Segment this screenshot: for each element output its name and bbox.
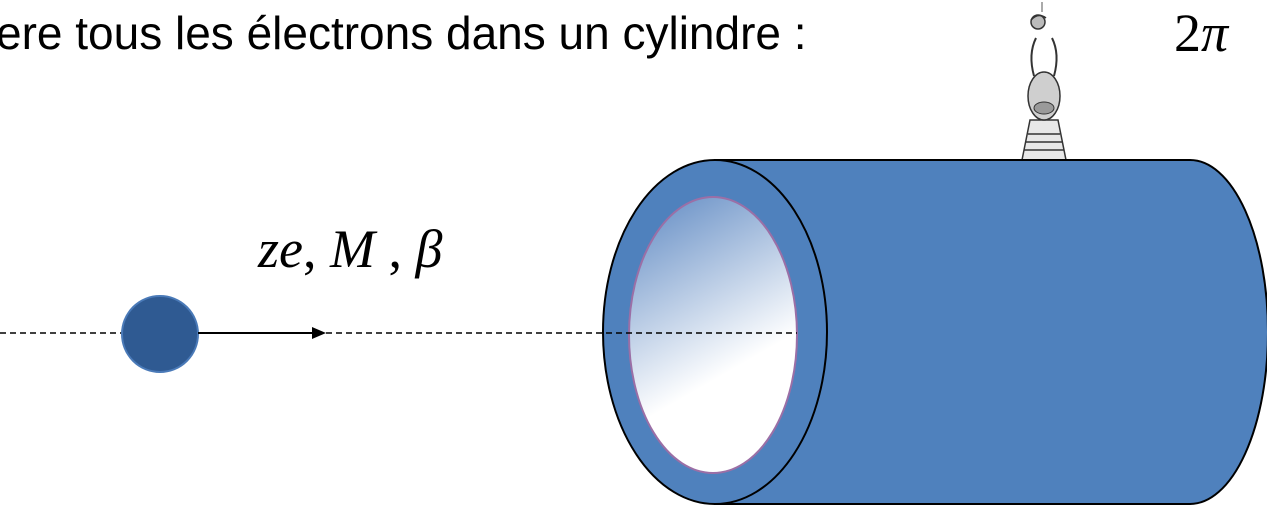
- slide-caption: ere tous les électrons dans un cylindre …: [0, 7, 807, 59]
- cylinder-body: [714, 159, 1267, 505]
- formula-number: 2: [1174, 3, 1201, 63]
- separator-1: ,: [302, 219, 317, 279]
- particle: [121, 295, 199, 373]
- velocity-arrowhead: [312, 327, 326, 339]
- cartoon-figure-icon: [1021, 2, 1067, 161]
- formula-fragment: 2π: [1174, 2, 1228, 64]
- separator-2: ,: [388, 219, 402, 279]
- cylinder-inner-face: [628, 196, 798, 474]
- velocity-symbol: β: [415, 219, 443, 279]
- charge-symbol: ze: [258, 219, 303, 279]
- particle-label: ze, M , β: [258, 218, 442, 280]
- formula-pi-symbol: π: [1201, 3, 1229, 63]
- mass-symbol: M: [329, 219, 375, 279]
